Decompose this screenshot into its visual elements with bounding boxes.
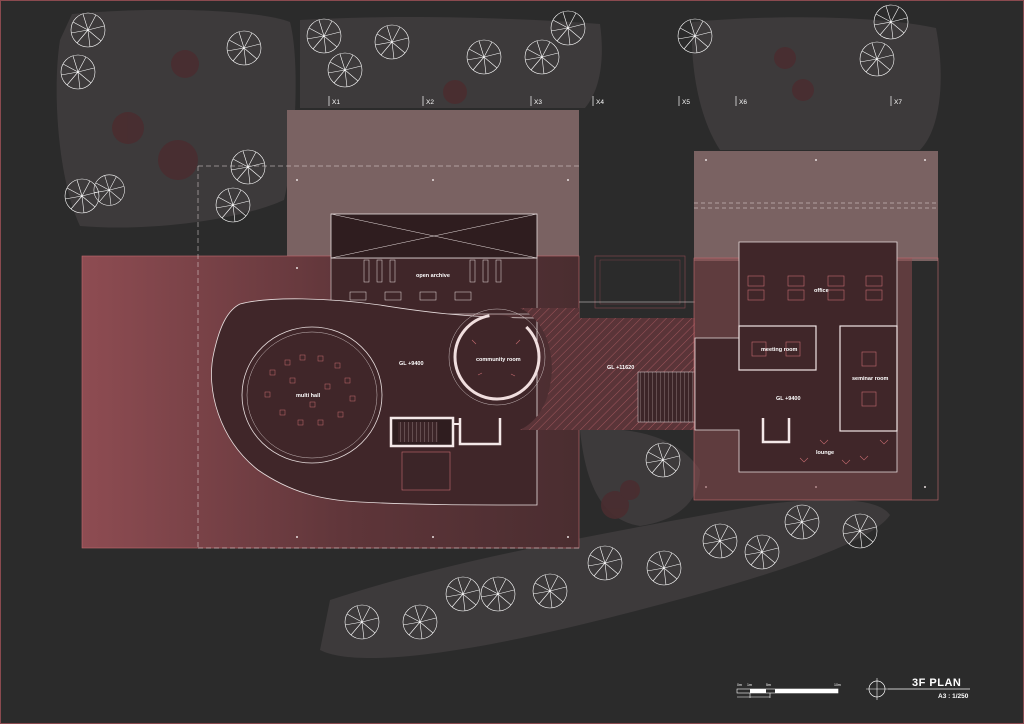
- seminar-room-box: [839, 325, 898, 432]
- tree-shadows: [112, 47, 814, 519]
- scalebar-tick-3: 10m: [834, 683, 841, 687]
- room-label-open-archive: open archive: [416, 273, 450, 279]
- grid-label-x1: X1: [332, 99, 340, 106]
- grid-label-x6: X6: [739, 99, 747, 106]
- grid-label-x7: X7: [894, 99, 902, 106]
- lounge-furniture: [799, 439, 889, 465]
- community-room-circle: [453, 313, 541, 401]
- scale-bar: [736, 688, 839, 698]
- plan-title: 3F PLAN: [912, 677, 961, 689]
- multi-hall-ellipse: [241, 326, 383, 464]
- community-room-chairs: [471, 339, 521, 377]
- room-label-office: office: [814, 288, 829, 294]
- office-desks: [747, 275, 883, 407]
- grid-markers: [328, 96, 892, 106]
- plan-scale: A3 : 1/250: [938, 693, 969, 700]
- archive-shelves: [349, 259, 502, 301]
- scalebar-tick-0: 0m: [737, 683, 742, 687]
- room-label-community-room: community room: [476, 357, 521, 363]
- grid-label-x4: X4: [596, 99, 604, 106]
- level-label-bridge: GL +11620: [607, 365, 634, 371]
- landscape-areas: [56, 9, 941, 659]
- north-arrow-icon: [866, 678, 888, 700]
- grid-label-x2: X2: [426, 99, 434, 106]
- room-label-multi-hall: multi hall: [296, 393, 321, 399]
- column-markers: [296, 159, 926, 538]
- room-label-lounge: lounge: [816, 450, 834, 456]
- room-label-seminar-room: seminar room: [852, 376, 888, 382]
- toilet-block: [401, 451, 451, 491]
- level-label-east: GL +9400: [776, 396, 801, 402]
- grid-label-x3: X3: [534, 99, 542, 106]
- scalebar-tick-1: 1m: [747, 683, 752, 687]
- scalebar-tick-2: 5m: [766, 683, 771, 687]
- room-label-meeting-room: meeting room: [761, 347, 797, 353]
- multi-hall-seats: [264, 354, 356, 426]
- grid-label-x5: X5: [682, 99, 690, 106]
- level-label-west: GL +9400: [399, 361, 424, 367]
